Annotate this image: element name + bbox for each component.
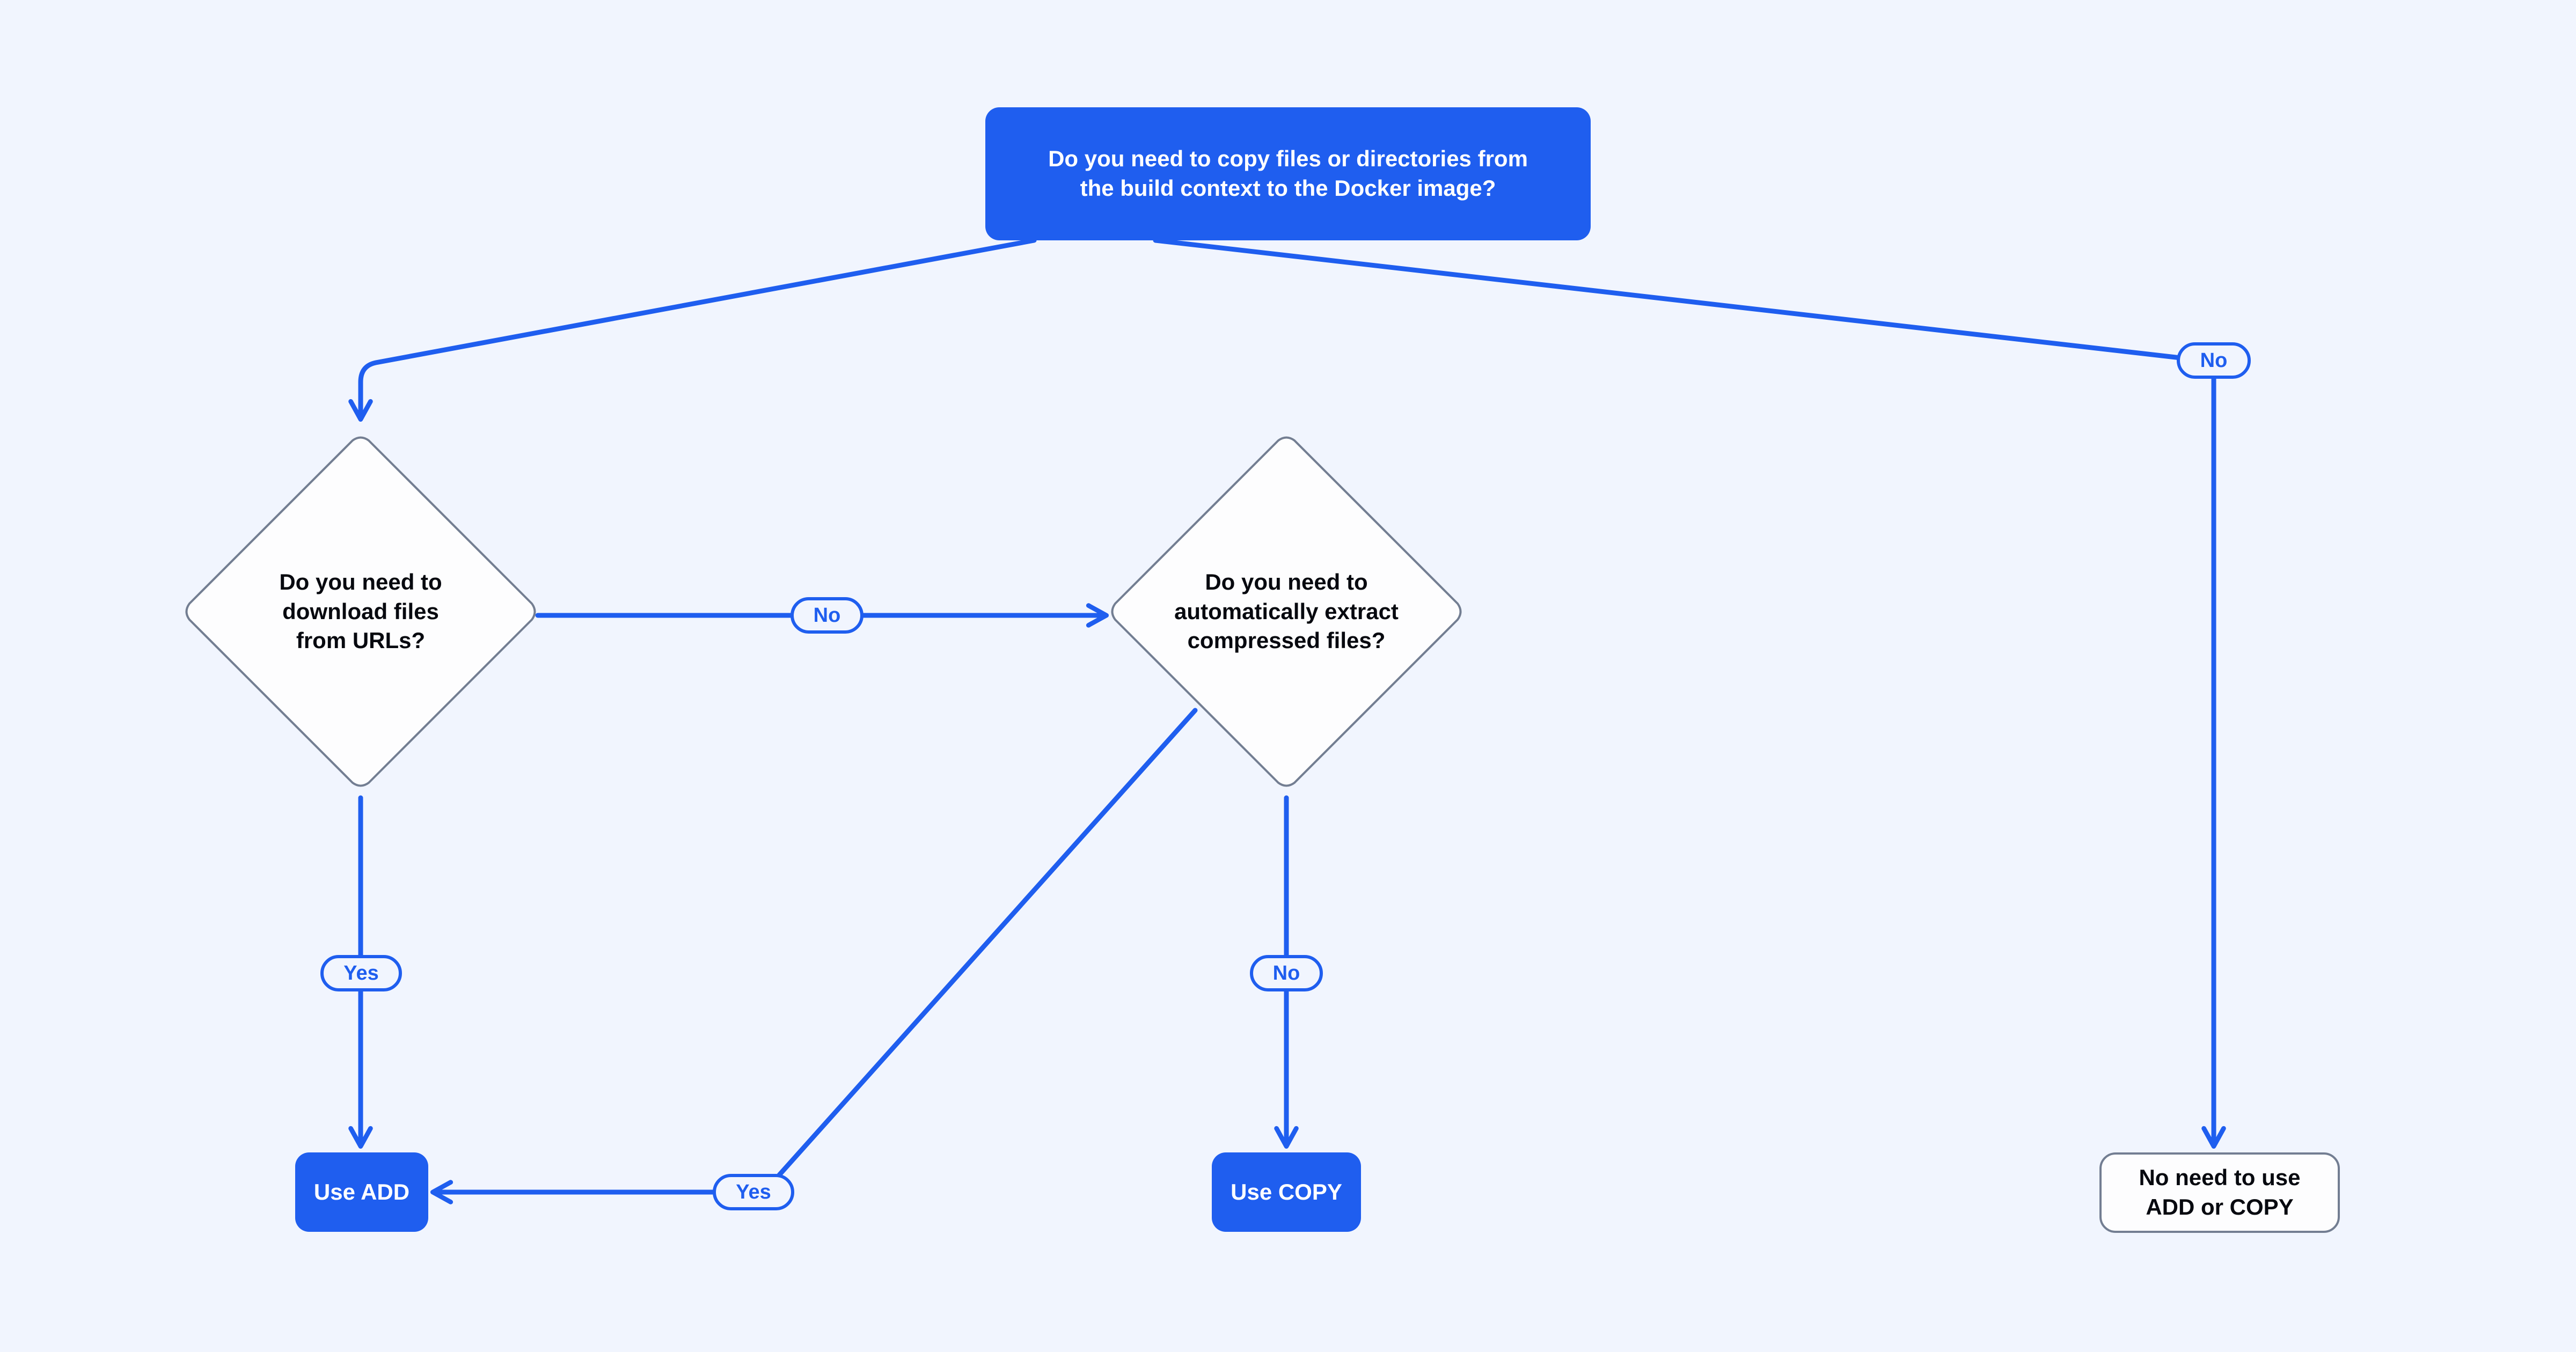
node-no-need-add-or-copy-label: No need to use ADD or COPY	[2139, 1165, 2301, 1219]
edge-label-extract-no-text: No	[1272, 961, 1300, 984]
node-use-add[interactable]: Use ADD	[295, 1152, 428, 1232]
edge-label-urls-yes[interactable]: Yes	[320, 955, 402, 991]
edge-label-extract-yes-text: Yes	[736, 1180, 771, 1203]
node-decision-auto-extract[interactable]: Do you need to automatically extract com…	[1104, 429, 1469, 794]
edge-label-start-no[interactable]: No	[2177, 342, 2251, 379]
node-decision-auto-extract-label: Do you need to automatically extract com…	[1174, 569, 1399, 653]
edge-label-urls-no[interactable]: No	[791, 597, 863, 634]
edge-label-start-no-text: No	[2200, 349, 2228, 372]
node-use-copy[interactable]: Use COPY	[1212, 1152, 1361, 1232]
edge-label-extract-yes[interactable]: Yes	[713, 1174, 794, 1210]
edge-label-urls-yes-text: Yes	[343, 961, 379, 984]
edge-start-to-no-label	[1153, 238, 2183, 361]
diamond-shape	[1111, 436, 1462, 787]
node-no-need-add-or-copy[interactable]: No need to use ADD or COPY	[2099, 1152, 2340, 1233]
edge-label-extract-no[interactable]: No	[1250, 955, 1323, 991]
edge-extract-to-yes-label	[777, 708, 1198, 1178]
node-use-add-label: Use ADD	[313, 1179, 410, 1204]
edge-label-urls-no-text: No	[813, 604, 841, 627]
node-use-copy-label: Use COPY	[1231, 1179, 1342, 1204]
edge-start-to-urls	[348, 238, 1037, 422]
node-decision-download-urls[interactable]: Do you need to download files from URLs?	[178, 429, 543, 794]
node-start-label: Do you need to copy files or directories…	[1048, 146, 1528, 201]
node-decision-download-urls-label: Do you need to download files from URLs?	[279, 569, 442, 653]
node-start[interactable]: Do you need to copy files or directories…	[985, 107, 1591, 240]
diamond-shape	[185, 436, 536, 787]
